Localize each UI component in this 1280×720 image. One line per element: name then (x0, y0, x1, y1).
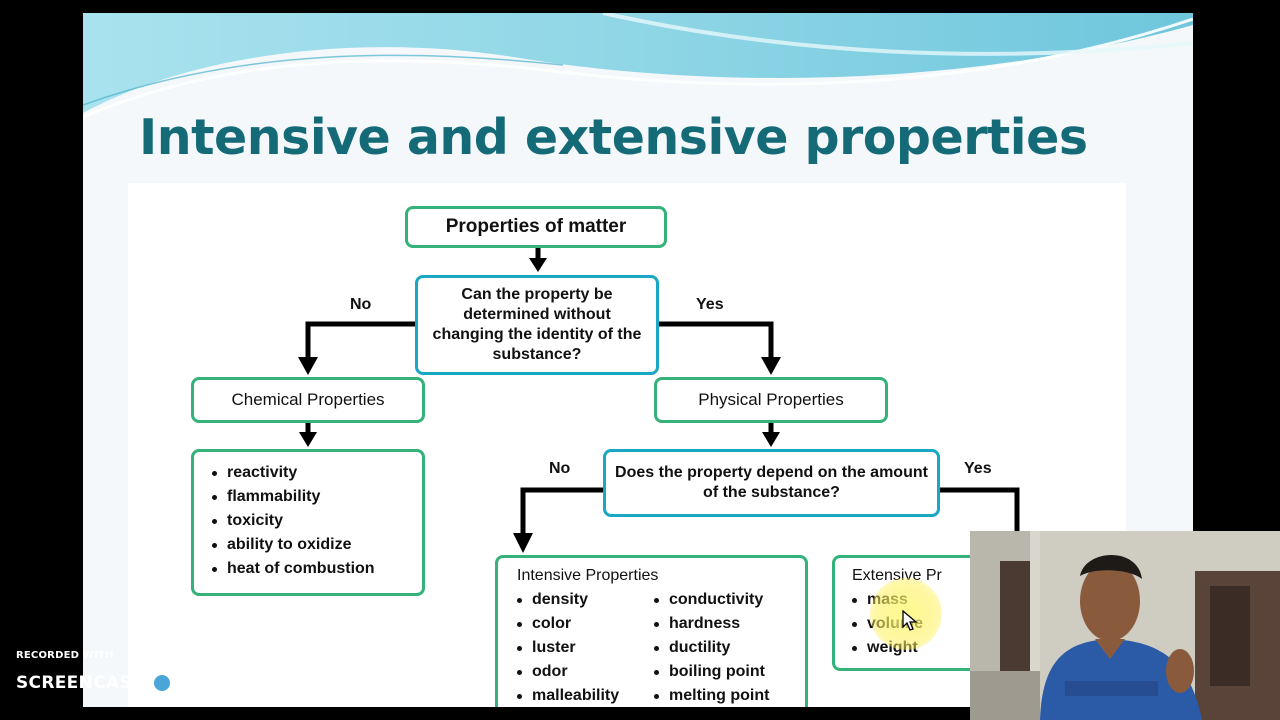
bullet-icon (852, 622, 857, 627)
list-item-text: toxicity (227, 509, 283, 533)
bullet-icon (212, 543, 217, 548)
bullet-icon (654, 646, 659, 651)
list-item-text: boiling point (669, 660, 765, 684)
arrowhead (299, 432, 317, 447)
node-chemical-properties: Chemical Properties (191, 377, 425, 423)
list-item: flammability (212, 485, 422, 509)
connector-no-intensive (523, 490, 603, 535)
list-item-text: heat of combustion (227, 557, 375, 581)
list-item: heat of combustion (212, 557, 422, 581)
list-item-text: odor (532, 660, 568, 684)
edge-label-no-1: No (350, 296, 371, 314)
bullet-icon (654, 622, 659, 627)
list-item: color (517, 612, 654, 636)
bullet-icon (654, 598, 659, 603)
watermark-caption: RECORDED WITH (16, 650, 242, 661)
list-item: ability to oxidize (212, 533, 422, 557)
arrowhead (761, 357, 781, 375)
bullet-icon (517, 622, 522, 627)
list-item: reactivity (212, 461, 422, 485)
list-item: hardness (654, 612, 769, 636)
node-properties-of-matter: Properties of matter (405, 206, 667, 248)
bullet-icon (517, 694, 522, 699)
node-question-amount: Does the property depend on the amount o… (603, 449, 940, 517)
list-item: odor (517, 660, 654, 684)
bullet-icon (654, 670, 659, 675)
bullet-icon (212, 495, 217, 500)
list-item-text: malleability (532, 684, 619, 707)
mouse-cursor-icon (902, 610, 918, 632)
intensive-title: Intensive Properties (517, 564, 805, 588)
node-physical-properties: Physical Properties (654, 377, 888, 423)
bullet-icon (517, 670, 522, 675)
bullet-icon (654, 694, 659, 699)
list-item-text: conductivity (669, 588, 763, 612)
bullet-icon (212, 567, 217, 572)
arrowhead (513, 533, 533, 553)
bullet-icon (212, 471, 217, 476)
bullet-icon (517, 646, 522, 651)
arrowhead (762, 432, 780, 447)
list-item: toxicity (212, 509, 422, 533)
bullet-icon (212, 519, 217, 524)
list-item: ductility (654, 636, 769, 660)
webcam-overlay (970, 531, 1280, 720)
watermark-brand-right: MATIC (182, 673, 243, 693)
list-item-text: reactivity (227, 461, 297, 485)
bullet-icon (852, 646, 857, 651)
list-item: density (517, 588, 654, 612)
node-question-identity: Can the property be determined without c… (415, 275, 659, 375)
arrowhead (529, 258, 547, 272)
node-chemical-examples: reactivity flammability toxicity ability… (191, 449, 425, 596)
list-item-text: ability to oxidize (227, 533, 351, 557)
list-item-text: density (532, 588, 588, 612)
list-item-text: hardness (669, 612, 740, 636)
list-item: boiling point (654, 660, 769, 684)
webcam-presenter-image (970, 531, 1280, 720)
list-item: conductivity (654, 588, 769, 612)
intensive-list-col1: density color luster odor malleability (517, 588, 654, 707)
list-item-text: color (532, 612, 571, 636)
list-item: melting point (654, 684, 769, 707)
list-item-text: flammability (227, 485, 320, 509)
connector-yes-physical (659, 324, 771, 359)
connector-no-chemical (308, 324, 415, 359)
edge-label-yes-2: Yes (964, 460, 992, 478)
screencast-logo-icon (146, 667, 178, 699)
bullet-icon (852, 598, 857, 603)
list-item: malleability (517, 684, 654, 707)
node-intensive-properties: Intensive Properties density color luste… (495, 555, 808, 707)
edge-label-no-2: No (549, 460, 570, 478)
arrowhead (298, 357, 318, 375)
list-item-text: melting point (669, 684, 769, 707)
watermark-brand-left: SCREENCAST (16, 673, 144, 693)
screencast-watermark: RECORDED WITH SCREENCAST MATIC (16, 650, 242, 699)
list-item-text: ductility (669, 636, 730, 660)
list-item-text: luster (532, 636, 576, 660)
chemical-list: reactivity flammability toxicity ability… (212, 461, 422, 581)
list-item: luster (517, 636, 654, 660)
bullet-icon (517, 598, 522, 603)
edge-label-yes-1: Yes (696, 296, 724, 314)
intensive-list-col2: conductivity hardness ductility boiling … (654, 588, 769, 707)
